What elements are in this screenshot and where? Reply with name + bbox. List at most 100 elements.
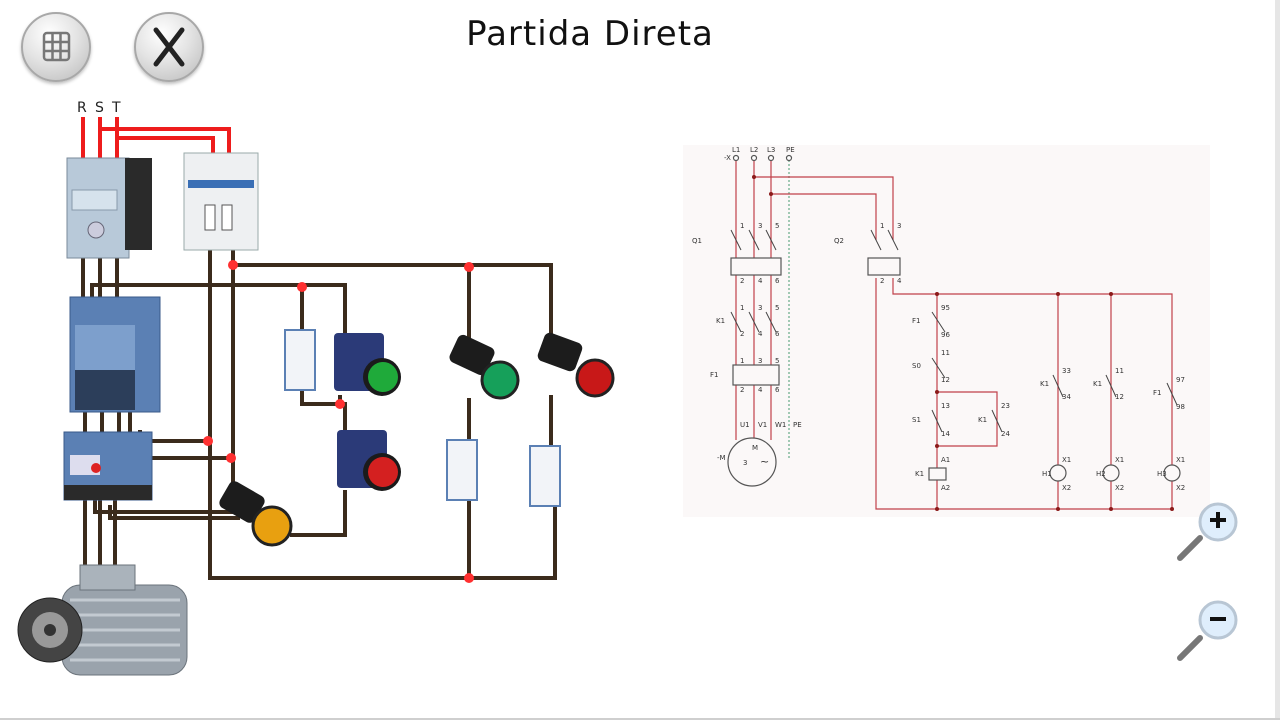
- schematic-label: 1: [740, 304, 744, 312]
- schematic-label: PE: [793, 421, 802, 429]
- schematic-label: -X: [724, 154, 731, 162]
- schematic-label: Q2: [834, 237, 844, 245]
- schematic-label: 2: [740, 330, 744, 338]
- circuit-breaker[interactable]: [183, 152, 259, 251]
- close-button[interactable]: [134, 12, 204, 82]
- schematic-label: S0: [912, 362, 921, 370]
- schematic-label: U1: [740, 421, 750, 429]
- schematic-label: 24: [1001, 430, 1010, 438]
- zoom-out-button[interactable]: [1172, 600, 1244, 670]
- schematic-label: 2: [740, 386, 744, 394]
- schematic-label: F1: [710, 371, 718, 379]
- schematic-label: 1: [740, 222, 744, 230]
- schematic-label: W1: [775, 421, 786, 429]
- motor[interactable]: [17, 564, 188, 676]
- schematic-label: 5: [775, 357, 779, 365]
- switch-contacts: [730, 229, 1178, 433]
- schematic-label: 4: [758, 277, 763, 285]
- schematic-label: PE: [786, 146, 795, 154]
- schematic-label: X1: [1062, 456, 1071, 464]
- schematic-label: K1: [978, 416, 987, 424]
- schematic-label: 2: [740, 277, 744, 285]
- red-pilot-lamp[interactable]: [536, 331, 615, 398]
- schematic-label: 4: [758, 330, 763, 338]
- phase-s-label: S: [95, 100, 104, 116]
- contact-block[interactable]: [284, 329, 316, 391]
- schematic-label: F1: [912, 317, 920, 325]
- schematic-label: L2: [750, 146, 758, 154]
- schematic-label: 4: [758, 386, 763, 394]
- schematic-label: K1: [716, 317, 725, 325]
- schematic-label: X2: [1115, 484, 1124, 492]
- schematic-label: F1: [1153, 389, 1161, 397]
- supply-wires: [81, 117, 231, 160]
- zoom-out-icon: [1177, 600, 1238, 661]
- schematic-label: 2: [880, 277, 884, 285]
- schematic-label: 97: [1176, 376, 1185, 384]
- schematic-label: K1: [1093, 380, 1102, 388]
- grid-icon: [42, 31, 71, 62]
- schematic-label: 12: [1115, 393, 1124, 401]
- schematic-label: 11: [1115, 367, 1124, 375]
- schematic-label: ~: [760, 455, 769, 468]
- schematic-label: K1: [915, 470, 924, 478]
- phase-t-label: T: [111, 100, 121, 116]
- schematic-label: M: [752, 444, 758, 452]
- bottom-divider: [0, 718, 1280, 720]
- contactor-k1[interactable]: [69, 296, 161, 413]
- schematic-label: 3: [743, 459, 747, 467]
- schematic-label: X1: [1176, 456, 1185, 464]
- schematic-label: A2: [941, 484, 950, 492]
- schematic-label: X1: [1115, 456, 1124, 464]
- schematic-label: 3: [897, 222, 901, 230]
- schematic-label: 5: [775, 304, 779, 312]
- schematic-label: A1: [941, 456, 950, 464]
- schematic-label: 95: [941, 304, 950, 312]
- schematic-label: 6: [775, 277, 780, 285]
- schematic-label: 1: [740, 357, 744, 365]
- schematic-label: 34: [1062, 393, 1071, 401]
- stop-push-button[interactable]: [337, 430, 401, 491]
- yellow-pilot-lamp[interactable]: [217, 479, 293, 547]
- page-title: Partida Direta: [466, 14, 714, 54]
- green-pilot-lamp[interactable]: [448, 333, 520, 400]
- schematic-label: 5: [775, 222, 779, 230]
- schematic-label: 12: [941, 376, 950, 384]
- zoom-in-button[interactable]: [1172, 500, 1244, 570]
- electrical-schematic: [727, 154, 1181, 511]
- schematic-label: 6: [775, 330, 780, 338]
- schematic-label: Q1: [692, 237, 702, 245]
- schematic-label: S1: [912, 416, 921, 424]
- schematic-label: H1: [1042, 470, 1052, 478]
- schematic-label: X2: [1176, 484, 1185, 492]
- contact-block[interactable]: [529, 445, 561, 507]
- zoom-in-icon: [1177, 502, 1238, 561]
- schematic-label: K1: [1040, 380, 1049, 388]
- scrollbar[interactable]: [1275, 0, 1280, 720]
- schematic-label: H3: [1157, 470, 1167, 478]
- schematic-label: 6: [775, 386, 780, 394]
- junction-dots: [203, 260, 474, 583]
- start-push-button[interactable]: [334, 333, 401, 396]
- phase-r-label: R: [77, 100, 87, 116]
- schematic-label: 98: [1176, 403, 1185, 411]
- schematic-label: 14: [941, 430, 950, 438]
- close-icon: [153, 27, 185, 67]
- schematic-label: 4: [897, 277, 902, 285]
- motor-protector-q1[interactable]: [66, 157, 152, 259]
- contact-block[interactable]: [446, 439, 478, 501]
- schematic-label: L1: [732, 146, 740, 154]
- schematic-label: 13: [941, 402, 950, 410]
- overload-relay-f1[interactable]: [63, 431, 153, 501]
- schematic-label: L3: [767, 146, 775, 154]
- schematic-label: 33: [1062, 367, 1071, 375]
- schematic-label: -M: [717, 454, 726, 462]
- schematic-label: 23: [1001, 402, 1010, 410]
- schematic-label: 3: [758, 357, 762, 365]
- schematic-label: 96: [941, 331, 950, 339]
- schematic-label: H2: [1096, 470, 1106, 478]
- schematic-label: 11: [941, 349, 950, 357]
- menu-button[interactable]: [21, 12, 91, 82]
